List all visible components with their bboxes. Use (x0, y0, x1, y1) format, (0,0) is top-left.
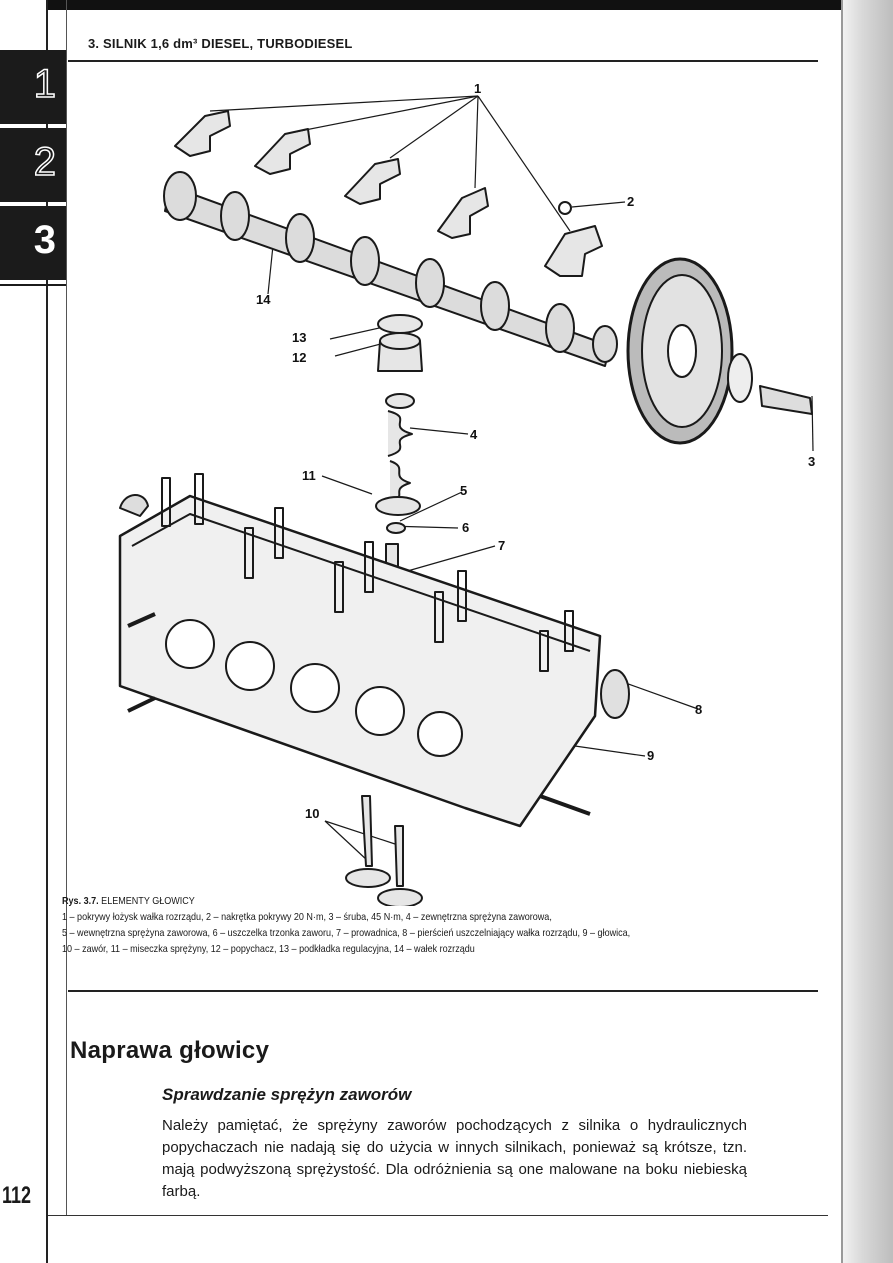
running-head: 3. SILNIK 1,6 dm³ DIESEL, TURBODIESEL (88, 36, 353, 51)
chapter-tab-label: 1 (33, 62, 57, 106)
left-margin-rule (46, 0, 48, 1263)
callout-7: 7 (498, 538, 505, 553)
callout-1: 1 (474, 81, 481, 96)
caption-line: 1 – pokrywy łożysk wałka rozrządu, 2 – n… (62, 911, 552, 923)
tabs-divider (0, 284, 66, 286)
figure-title: ELEMENTY GŁOWICY (101, 895, 195, 907)
callout-12: 12 (292, 350, 306, 365)
chapter-tabs: 1 2 3 (0, 50, 66, 284)
cylinder-head-exploded-diagram: 1 2 3 4 5 6 7 8 9 10 11 12 13 14 (118, 81, 815, 906)
camshaft-sprocket (626, 257, 813, 445)
callout-13: 13 (292, 330, 306, 345)
section-title: Naprawa głowicy (70, 1037, 270, 1064)
bearing-cap (174, 110, 603, 277)
valve-stack (375, 314, 423, 591)
caption-line: 5 – wewnętrzna sprężyna zaworowa, 6 – us… (62, 927, 631, 939)
page-edge-line (841, 0, 843, 1263)
caption-line: 10 – zawór, 11 – miseczka sprężyny, 12 –… (62, 943, 475, 955)
chapter-tab-3[interactable]: 3 (0, 206, 66, 280)
figure-caption: Rys. 3.7. ELEMENTY GŁOWICY 1 – pokrywy ł… (62, 893, 698, 957)
callout-11: 11 (302, 468, 316, 483)
top-dark-bar (48, 0, 843, 10)
callout-9: 9 (647, 748, 654, 763)
chapter-tab-1[interactable]: 1 (0, 50, 66, 124)
callout-3: 3 (808, 454, 815, 469)
left-inner-rule (66, 0, 67, 1215)
cylinder-head (118, 473, 630, 828)
valves (345, 795, 423, 906)
callout-5: 5 (460, 483, 467, 498)
section-rule (68, 990, 818, 992)
page-number: 112 (2, 1182, 32, 1209)
body-paragraph: Należy pamiętać, że sprężyny zaworów poc… (162, 1117, 747, 1200)
footer-rule (48, 1215, 828, 1216)
callout-6: 6 (462, 520, 469, 535)
camshaft (163, 171, 618, 367)
chapter-tab-label: 3 (33, 218, 56, 262)
callout-14: 14 (256, 292, 271, 307)
callout-2: 2 (627, 194, 634, 209)
figure-id: Rys. 3.7. (62, 895, 99, 907)
page-edge-shadow (841, 0, 893, 1263)
callout-4: 4 (470, 427, 478, 442)
header-rule (68, 60, 818, 62)
chapter-tab-label: 2 (33, 140, 57, 184)
subsection-title: Sprawdzanie sprężyn zaworów (162, 1085, 412, 1104)
chapter-tab-2[interactable]: 2 (0, 128, 66, 202)
callout-8: 8 (695, 702, 702, 717)
callout-10: 10 (305, 806, 319, 821)
